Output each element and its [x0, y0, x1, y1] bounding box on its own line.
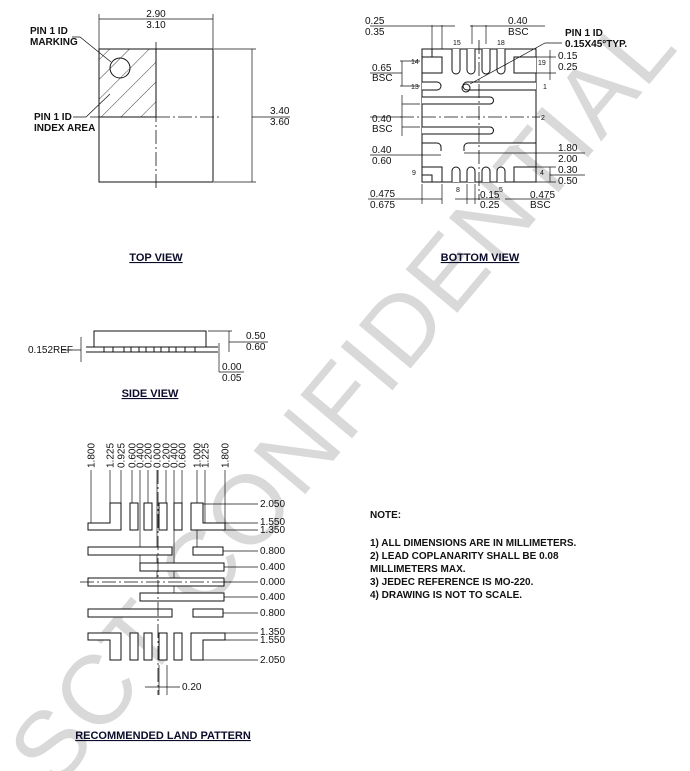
pin-13: 13	[411, 84, 419, 91]
dim-015-b: 0.15	[480, 190, 500, 201]
dim-030: 0.30	[558, 165, 578, 176]
pin-5: 5	[499, 187, 503, 194]
top-view-title: TOP VIEW	[129, 252, 183, 264]
dim-040-pitch-note: BSC	[372, 124, 393, 135]
dim-050: 0.50	[558, 176, 578, 187]
pin1-marking-label-2: MARKING	[30, 37, 78, 48]
note-1: 1) ALL DIMENSIONS ARE IN MILLIMETERS.	[370, 538, 577, 549]
pin-2: 2	[541, 115, 545, 122]
side-view: 0.152REF 0.50 0.60 0.00 0.05 SIDE VIEW	[28, 330, 268, 400]
x-coordinate-label: 0.000	[153, 443, 164, 468]
dim-040: 0.40	[372, 145, 392, 156]
x-coordinate-label: 1.225	[106, 443, 117, 468]
dim-200: 2.00	[558, 154, 578, 165]
y-coordinate-label: 1.350	[260, 525, 285, 536]
dim-pitch-top: 0.40	[508, 16, 528, 27]
pin1-chamfer-label: 0.15X45°TYP.	[565, 39, 627, 50]
side-view-title: SIDE VIEW	[122, 388, 179, 400]
x-coordinate-label: 1.800	[87, 443, 98, 468]
dim-height-max-side: 0.60	[246, 342, 266, 353]
y-coordinate-label: 1.350	[260, 627, 285, 638]
bottom-view: 0.25 0.35 0.40 BSC PIN 1 ID 0.15X45°TYP.…	[365, 16, 627, 264]
pin1-marking-label: PIN 1 ID	[30, 26, 68, 37]
top-view: 2.90 3.10 3.40 3.60 PIN 1 ID MARKING PIN…	[30, 9, 290, 264]
x-coordinate-label: 0.400	[170, 443, 181, 468]
dim-040-pitch: 0.40	[372, 114, 392, 125]
dim-pad-w-max: 0.35	[365, 27, 385, 38]
y-coordinate-label: 0.000	[260, 577, 285, 588]
dim-0475-r: 0.475	[530, 190, 555, 201]
x-coordinate-label: 0.925	[117, 443, 128, 468]
dim-0475: 0.475	[370, 189, 395, 200]
dim-pitch-top-note: BSC	[508, 27, 529, 38]
pin-15: 15	[453, 40, 461, 47]
dim-standoff-max: 0.05	[222, 373, 242, 384]
x-coordinate-label: 1.000	[193, 443, 204, 468]
note-2-cont: MILLIMETERS MAX.	[370, 564, 466, 575]
x-coordinate-label: 0.400	[136, 443, 147, 468]
pin-19: 19	[538, 60, 546, 67]
pin-18: 18	[497, 40, 505, 47]
pin-9: 9	[412, 170, 416, 177]
pin-8: 8	[456, 187, 460, 194]
x-coordinate-label: 1.225	[201, 443, 212, 468]
note-4: 4) DRAWING IS NOT TO SCALE.	[370, 590, 522, 601]
land-pattern-title: RECOMMENDED LAND PATTERN	[75, 730, 251, 742]
dim-065: 0.65	[372, 63, 392, 74]
dim-height-max: 3.60	[270, 117, 290, 128]
x-coordinate-label: 0.600	[128, 443, 139, 468]
dim-lead-thickness: 0.152REF	[28, 345, 73, 356]
pin1-id-label: PIN 1 ID	[565, 28, 603, 39]
dim-0475-r-note: BSC	[530, 200, 551, 211]
y-coordinate-label: 2.050	[260, 499, 285, 510]
x-coordinate-label: 0.600	[178, 443, 189, 468]
x-coordinate-label: 0.200	[144, 443, 155, 468]
dim-pitch-020: 0.20	[182, 682, 202, 693]
dim-025-b: 0.25	[480, 200, 500, 211]
dim-025: 0.25	[558, 62, 578, 73]
y-coordinate-label: 0.800	[260, 546, 285, 557]
y-coordinate-label: 0.800	[260, 608, 285, 619]
x-coordinate-label: 0.200	[162, 443, 173, 468]
note-2: 2) LEAD COPLANARITY SHALL BE 0.08	[370, 551, 559, 562]
dim-180: 1.80	[558, 143, 578, 154]
pin1-marking-circle	[109, 57, 131, 79]
dim-060: 0.60	[372, 156, 392, 167]
dim-pad-w-min: 0.25	[365, 16, 385, 27]
pin-1: 1	[543, 84, 547, 91]
dim-0675: 0.675	[370, 200, 395, 211]
x-coordinate-label: 1.800	[221, 443, 232, 468]
y-coordinate-label: 0.400	[260, 562, 285, 573]
dim-015: 0.15	[558, 51, 578, 62]
y-coordinate-label: 0.400	[260, 592, 285, 603]
dim-height-min: 3.40	[270, 106, 290, 117]
notes-heading: NOTE:	[370, 510, 401, 521]
y-coordinate-label: 1.550	[260, 517, 285, 528]
dim-065-note: BSC	[372, 73, 393, 84]
note-3: 3) JEDEC REFERENCE IS MO-220.	[370, 577, 534, 588]
pin-4: 4	[540, 170, 544, 177]
notes: NOTE: 1) ALL DIMENSIONS ARE IN MILLIMETE…	[370, 510, 577, 601]
pin1-index-area	[99, 49, 156, 117]
y-coordinate-label: 1.550	[260, 635, 285, 646]
pin-14: 14	[411, 59, 419, 66]
pin1-id-chamfer	[461, 83, 471, 93]
pin1-area-label-2: INDEX AREA	[34, 123, 95, 134]
package-body-side	[93, 330, 207, 348]
dim-standoff-min: 0.00	[222, 362, 242, 373]
dim-height-min-side: 0.50	[246, 331, 266, 342]
pin1-area-label: PIN 1 ID	[34, 112, 72, 123]
y-coordinate-label: 2.050	[260, 655, 285, 666]
dim-width-max: 3.10	[146, 20, 166, 31]
dim-width-min: 2.90	[146, 9, 166, 20]
bottom-view-title: BOTTOM VIEW	[441, 252, 520, 264]
